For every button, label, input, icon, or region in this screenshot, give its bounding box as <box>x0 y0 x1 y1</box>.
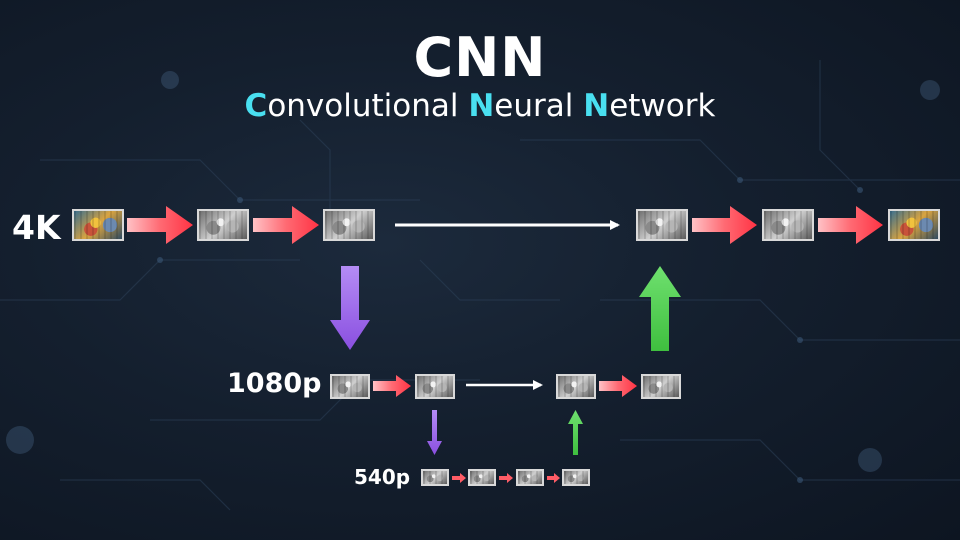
purple-down-arrow-small <box>427 410 442 455</box>
frame-4k-feature-2 <box>323 209 375 241</box>
red-arrow-1080p-1 <box>373 375 411 397</box>
red-arrow-4k-1 <box>127 206 193 244</box>
frame-540p-4 <box>562 469 590 486</box>
purple-down-arrow-large <box>330 266 370 350</box>
frame-540p-2 <box>468 469 496 486</box>
red-arrow-4k-3 <box>692 206 757 244</box>
subtitle-text-2: eural <box>494 88 584 124</box>
red-arrow-540p-3 <box>547 473 560 483</box>
label-1080p: 1080p <box>227 368 322 399</box>
subtitle-text-1: onvolutional <box>267 88 469 124</box>
frame-4k-input <box>72 209 124 241</box>
red-arrow-4k-2 <box>253 206 319 244</box>
frame-1080p-2 <box>415 374 455 399</box>
frame-4k-feature-1 <box>197 209 249 241</box>
red-arrow-540p-2 <box>499 473 513 483</box>
frame-1080p-4 <box>641 374 681 399</box>
red-arrow-540p-1 <box>452 473 466 483</box>
frame-4k-feature-3 <box>636 209 688 241</box>
frame-540p-3 <box>516 469 544 486</box>
subtitle-text-3: etwork <box>609 88 716 124</box>
subtitle-highlight-n2: N <box>583 88 610 124</box>
green-up-arrow-large <box>639 266 681 351</box>
green-up-arrow-small <box>568 410 583 455</box>
red-arrow-1080p-2 <box>599 375 637 397</box>
label-540p: 540p <box>354 465 411 489</box>
subtitle-highlight-n: N <box>468 88 495 124</box>
frame-1080p-3 <box>556 374 596 399</box>
frame-4k-feature-4 <box>762 209 814 241</box>
page-title: CNN <box>413 26 547 89</box>
frame-540p-1 <box>421 469 449 486</box>
red-arrow-4k-4 <box>818 206 883 244</box>
subtitle-highlight-c: C <box>244 88 268 124</box>
label-4k: 4K <box>12 208 61 247</box>
frame-4k-output <box>888 209 940 241</box>
page-subtitle: Convolutional Neural Network <box>0 88 960 124</box>
frame-1080p-1 <box>330 374 370 399</box>
